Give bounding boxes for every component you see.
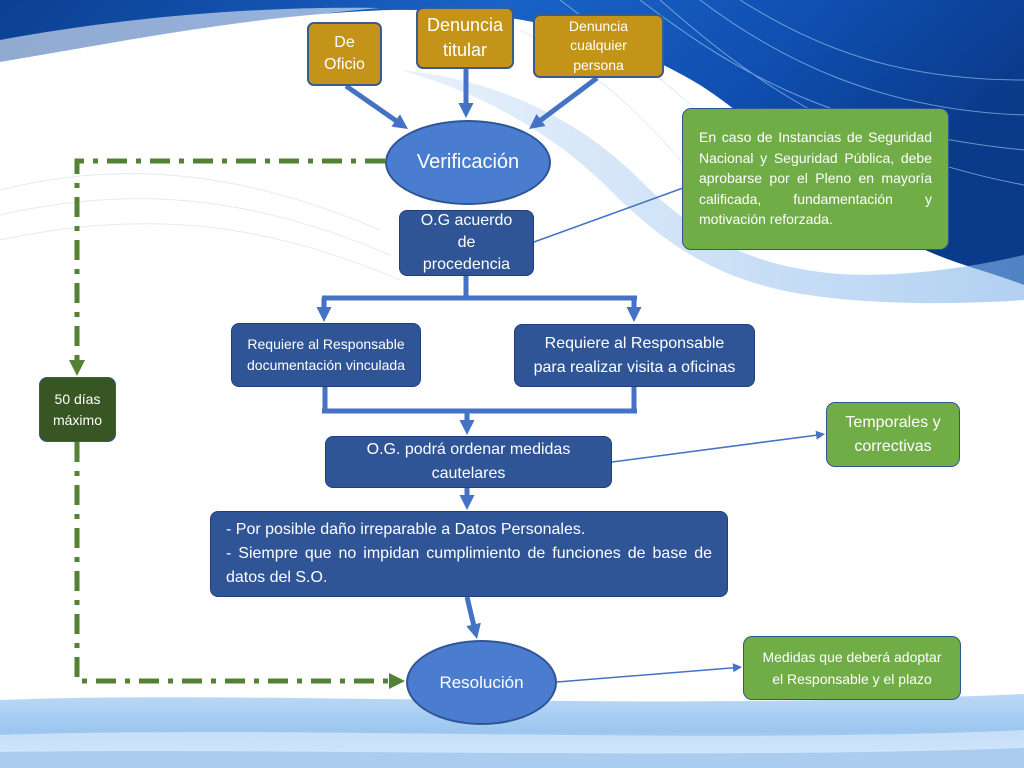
acuerdo-procedencia-node: O.G acuerdo de procedencia <box>399 210 534 276</box>
background-streak <box>659 0 1024 186</box>
nota-seguridad-text: En caso de Instancias de Seguridad Nacio… <box>699 129 932 227</box>
source-denuncia-titular: Denuncia titular <box>416 7 514 69</box>
background-streak <box>739 0 1024 81</box>
background-faint-wave <box>0 198 391 256</box>
verificacion-node: Verificación <box>385 120 551 205</box>
background-light-wave <box>0 7 380 85</box>
arrow-denuncia-cualquier-persona-to-verificacion <box>529 76 599 129</box>
requiere-visita-node: Requiere al Responsable para realizar vi… <box>514 324 755 387</box>
source-denuncia-titular-label: Denuncia titular <box>426 15 504 60</box>
verificacion-label: Verificación <box>416 151 520 173</box>
resolucion-label: Resolución <box>439 672 524 692</box>
arrow-de-oficio-to-verificacion <box>344 83 408 129</box>
medidas-cautelares-label: O.G. podrá ordenar medidas cautelares <box>366 441 571 482</box>
plazo-box: 50 días máximo <box>39 377 116 442</box>
connector-acuerdo-to-nota <box>533 187 684 243</box>
arrow-cautelares-to-tipo-medidas <box>611 430 826 463</box>
tipo-medidas-label: Temporales y correctivas <box>845 413 941 455</box>
arrow-condiciones-to-resolucion <box>464 596 481 640</box>
requiere-documentacion-node: Requiere al Responsable documentación vi… <box>231 323 421 387</box>
deadline-line-to-plazo <box>69 158 385 376</box>
background-bottom-edge <box>0 748 1024 768</box>
contenido-resolucion-box: Medidas que deberá adoptar el Responsabl… <box>743 636 961 700</box>
resolucion-node: Resolución <box>406 640 557 725</box>
deadline-line-to-resolucion <box>74 442 405 689</box>
background-faint-wave <box>0 173 381 231</box>
requiere-documentacion-label: Requiere al Responsable documentación vi… <box>247 336 405 373</box>
condiciones-box: - Por posible daño irreparable a Datos P… <box>210 511 728 597</box>
arrow-resolucion-to-contenido <box>556 663 742 683</box>
background-faint-waves <box>0 173 401 281</box>
medidas-cautelares-node: O.G. podrá ordenar medidas cautelares <box>325 436 612 488</box>
source-denuncia-cualquier-persona: Denuncia cualquier persona <box>533 14 664 78</box>
background-streak <box>699 0 1024 116</box>
tipo-medidas-box: Temporales y correctivas <box>826 402 960 467</box>
connector-requerimientos-merge <box>322 387 637 414</box>
condicion-item: - Por posible daño irreparable a Datos P… <box>226 521 586 538</box>
background-blue-wave <box>400 70 1024 304</box>
source-de-oficio-label: De Oficio <box>324 34 365 73</box>
acuerdo-procedencia-label: O.G acuerdo de procedencia <box>420 212 513 273</box>
contenido-resolucion-label: Medidas que deberá adoptar el Responsabl… <box>762 649 942 687</box>
requiere-visita-label: Requiere al Responsable para realizar vi… <box>533 334 736 376</box>
source-denuncia-cualquier-persona-label: Denuncia cualquier persona <box>568 17 629 73</box>
condicion-item: - Siempre que no impidan cumplimiento de… <box>226 545 712 586</box>
source-de-oficio: De Oficio <box>307 22 382 86</box>
nota-seguridad-box: En caso de Instancias de Seguridad Nacio… <box>682 108 949 250</box>
background-faint-wave <box>0 223 401 281</box>
plazo-label: 50 días máximo <box>52 390 102 428</box>
connector-acuerdo-split <box>322 276 637 301</box>
background-top-band <box>0 0 1024 285</box>
